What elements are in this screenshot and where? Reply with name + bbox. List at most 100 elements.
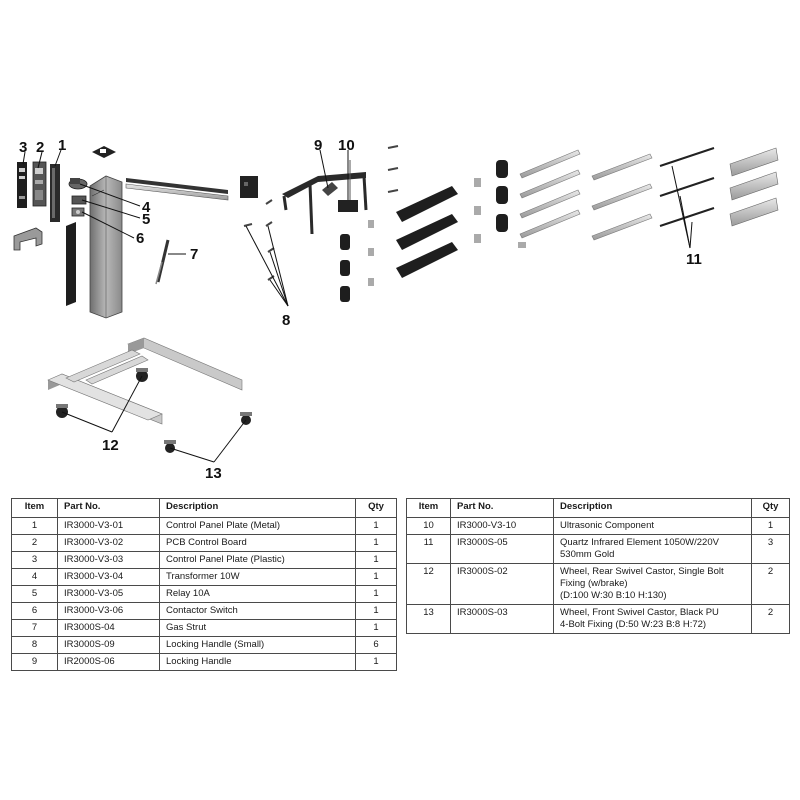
contactor-switch-part [71, 207, 85, 217]
leader-lines [22, 149, 693, 463]
table-header-row: Item Part No. Description Qty [11, 498, 397, 518]
cell-item: 5 [11, 585, 58, 603]
cell-description: Control Panel Plate (Plastic) [159, 551, 356, 569]
element-rails-parts [519, 149, 653, 241]
cell-part-no: IR3000S-02 [450, 563, 554, 605]
cell-part-no: IR3000S-05 [450, 534, 554, 564]
column-back-panel-part [66, 222, 76, 306]
cell-qty: 1 [751, 517, 790, 535]
header-part-no: Part No. [450, 498, 554, 518]
callout-labels: 3 2 1 4 5 6 7 8 9 10 11 12 13 [19, 137, 702, 480]
cell-qty: 1 [355, 517, 397, 535]
cell-qty: 6 [355, 636, 397, 654]
callout-2: 2 [36, 139, 44, 156]
cell-description: Locking Handle (Small) [159, 636, 356, 654]
cell-description: Quartz Infrared Element 1050W/220V 530mm… [553, 534, 752, 564]
cell-part-no: IR3000-V3-10 [450, 517, 554, 535]
gold-element-tubes-parts [729, 147, 779, 227]
relay-part [71, 195, 87, 205]
front-castor-parts [164, 412, 252, 453]
cell-part-no: IR3000-V3-02 [57, 534, 160, 552]
transformer-part [68, 178, 88, 190]
control-panel-metal-part [50, 164, 60, 222]
callout-4: 4 [142, 199, 151, 216]
cell-part-no: IR3000S-09 [57, 636, 160, 654]
side-brackets-parts [340, 220, 374, 302]
ultrasonic-component-part [338, 160, 358, 212]
callout-5: 5 [142, 211, 150, 228]
gas-strut-part [155, 239, 170, 285]
cell-part-no: IR3000S-03 [450, 604, 554, 634]
locking-handle-small-parts [243, 199, 275, 281]
cell-item: 6 [11, 602, 58, 620]
cell-item: 4 [11, 568, 58, 586]
cell-item: 9 [11, 653, 58, 671]
callout-12: 12 [102, 437, 119, 454]
main-column-part [89, 175, 123, 319]
callout-7: 7 [190, 246, 198, 263]
cell-qty: 1 [355, 619, 397, 637]
header-qty: Qty [355, 498, 397, 518]
header-description: Description [553, 498, 752, 518]
header-item: Item [406, 498, 451, 518]
cell-description: Control Panel Plate (Metal) [159, 517, 356, 535]
cell-part-no: IR3000-V3-06 [57, 602, 160, 620]
cell-description: Ultrasonic Component [553, 517, 752, 535]
callout-10: 10 [338, 137, 355, 154]
cell-part-no: IR3000-V3-01 [57, 517, 160, 535]
cell-qty: 2 [751, 563, 790, 605]
callout-3: 3 [19, 139, 27, 156]
cell-qty: 1 [355, 551, 397, 569]
cell-item: 8 [11, 636, 58, 654]
callout-13: 13 [205, 465, 222, 480]
locking-handle-part [322, 182, 338, 196]
cell-qty: 1 [355, 653, 397, 671]
cell-description: Locking Handle [159, 653, 356, 671]
cell-qty: 1 [355, 568, 397, 586]
cell-part-no: IR2000S-06 [57, 653, 160, 671]
mounting-plate-part [240, 176, 258, 198]
cell-item: 2 [11, 534, 58, 552]
end-caps-parts [474, 160, 526, 248]
cell-qty: 1 [355, 602, 397, 620]
cell-item: 13 [406, 604, 451, 634]
header-qty: Qty [751, 498, 790, 518]
locking-handle-frame-part [282, 172, 368, 235]
callout-11: 11 [686, 251, 702, 268]
callout-8: 8 [282, 312, 290, 329]
quartz-infrared-element-parts [659, 147, 715, 227]
small-clips-parts [387, 145, 399, 193]
cell-part-no: IR3000S-04 [57, 619, 160, 637]
callout-1: 1 [58, 137, 66, 154]
cell-item: 7 [11, 619, 58, 637]
cell-item: 3 [11, 551, 58, 569]
cell-qty: 2 [751, 604, 790, 634]
cell-part-no: IR3000-V3-05 [57, 585, 160, 603]
cell-qty: 1 [355, 585, 397, 603]
cell-part-no: IR3000-V3-04 [57, 568, 160, 586]
cell-description: Contactor Switch [159, 602, 356, 620]
cell-description: Gas Strut [159, 619, 356, 637]
column-top-cap-part [92, 146, 116, 158]
cell-qty: 1 [355, 534, 397, 552]
header-part-no: Part No. [57, 498, 160, 518]
cell-description: Wheel, Front Swivel Castor, Black PU 4-B… [553, 604, 752, 634]
cell-item: 12 [406, 563, 451, 605]
cell-description: Relay 10A [159, 585, 356, 603]
cell-item: 1 [11, 517, 58, 535]
cell-description: PCB Control Board [159, 534, 356, 552]
table-header-row: Item Part No. Description Qty [406, 498, 790, 518]
cell-part-no: IR3000-V3-03 [57, 551, 160, 569]
